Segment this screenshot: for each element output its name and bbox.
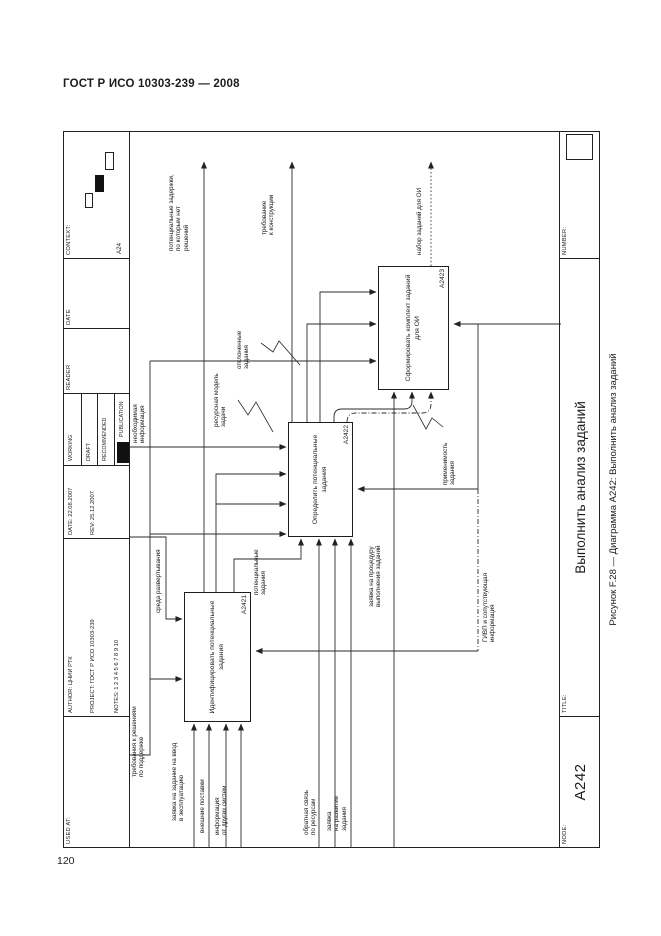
arrow-label-input-other-systems: информация от других систем bbox=[214, 785, 229, 835]
arrow-label-control-environment: среда развертывания bbox=[155, 549, 162, 614]
idef0-form: USED AT: AUTHOR: ЦНИИ РТК PROJECT: ГОСТ … bbox=[63, 130, 600, 848]
annotation-rejected-tasks: отклоненные задания bbox=[236, 330, 251, 369]
page-number: 120 bbox=[57, 855, 75, 867]
arrow-label-output-taskset: набор заданий для ОИ bbox=[416, 187, 423, 255]
annotation-resource-model: ресурсная модель задачи bbox=[213, 373, 228, 427]
activity-box-a2422: Определить потенциальные задания A2422 bbox=[288, 422, 353, 537]
activity-number: A2421 bbox=[240, 595, 248, 615]
activity-box-a2421: Идентифицировать потенциальные задания A… bbox=[184, 592, 251, 722]
arrow-label-control-support: требования к решениям по поддержке bbox=[131, 706, 146, 777]
activity-box-a2423: Сформировать комплект заданий для ОИ A24… bbox=[378, 266, 449, 390]
arrow-label-input-supply: внешние поставки bbox=[199, 779, 206, 833]
activity-number: A2422 bbox=[342, 425, 350, 445]
idef0-arrow-network bbox=[130, 161, 561, 847]
arrow-label-task-procedure: заявка на процедуру выполнения заданий bbox=[368, 545, 383, 607]
standard-header: ГОСТ Р ИСО 10303-239 — 2008 bbox=[63, 78, 240, 90]
activity-label: Идентифицировать потенциальные задания bbox=[209, 600, 225, 714]
activity-label: Сформировать комплект заданий для ОИ bbox=[405, 274, 421, 382]
arrow-label-input-development-request: заявка на развитие задания bbox=[326, 795, 348, 831]
zigzag-annotation bbox=[260, 340, 301, 366]
activity-label: Определить потенциальные задания bbox=[312, 434, 328, 525]
landscape-sheet: USED AT: AUTHOR: ЦНИИ РТК PROJECT: ГОСТ … bbox=[63, 129, 635, 848]
arrow-label-control-info: необходимая информация bbox=[132, 404, 147, 443]
arrow-label-output-delays: потенциальные задержки, по которым нет р… bbox=[168, 174, 190, 251]
activity-number: A2423 bbox=[438, 269, 446, 289]
arrow-label-givp: ГИВП и сопутствующая информация bbox=[482, 573, 497, 642]
figure-caption: Рисунок F.28 — Диаграмма А242: Выполнить… bbox=[608, 353, 619, 626]
zigzag-annotation bbox=[237, 399, 274, 433]
arrow-label-potential-tasks: потенциальные задания bbox=[253, 549, 268, 595]
annotation-task-applicability: применимость задания bbox=[442, 442, 457, 485]
arrow-label-input-commission: заявка на задание на ввод в эксплуатацию bbox=[171, 742, 186, 821]
zigzag-annotation bbox=[412, 404, 444, 430]
control-bus bbox=[130, 361, 151, 756]
arrow-label-output-design: требование к конструкции bbox=[261, 194, 276, 235]
arrow-label-input-resource-feedback: обратная связь по ресурсам bbox=[303, 790, 318, 835]
